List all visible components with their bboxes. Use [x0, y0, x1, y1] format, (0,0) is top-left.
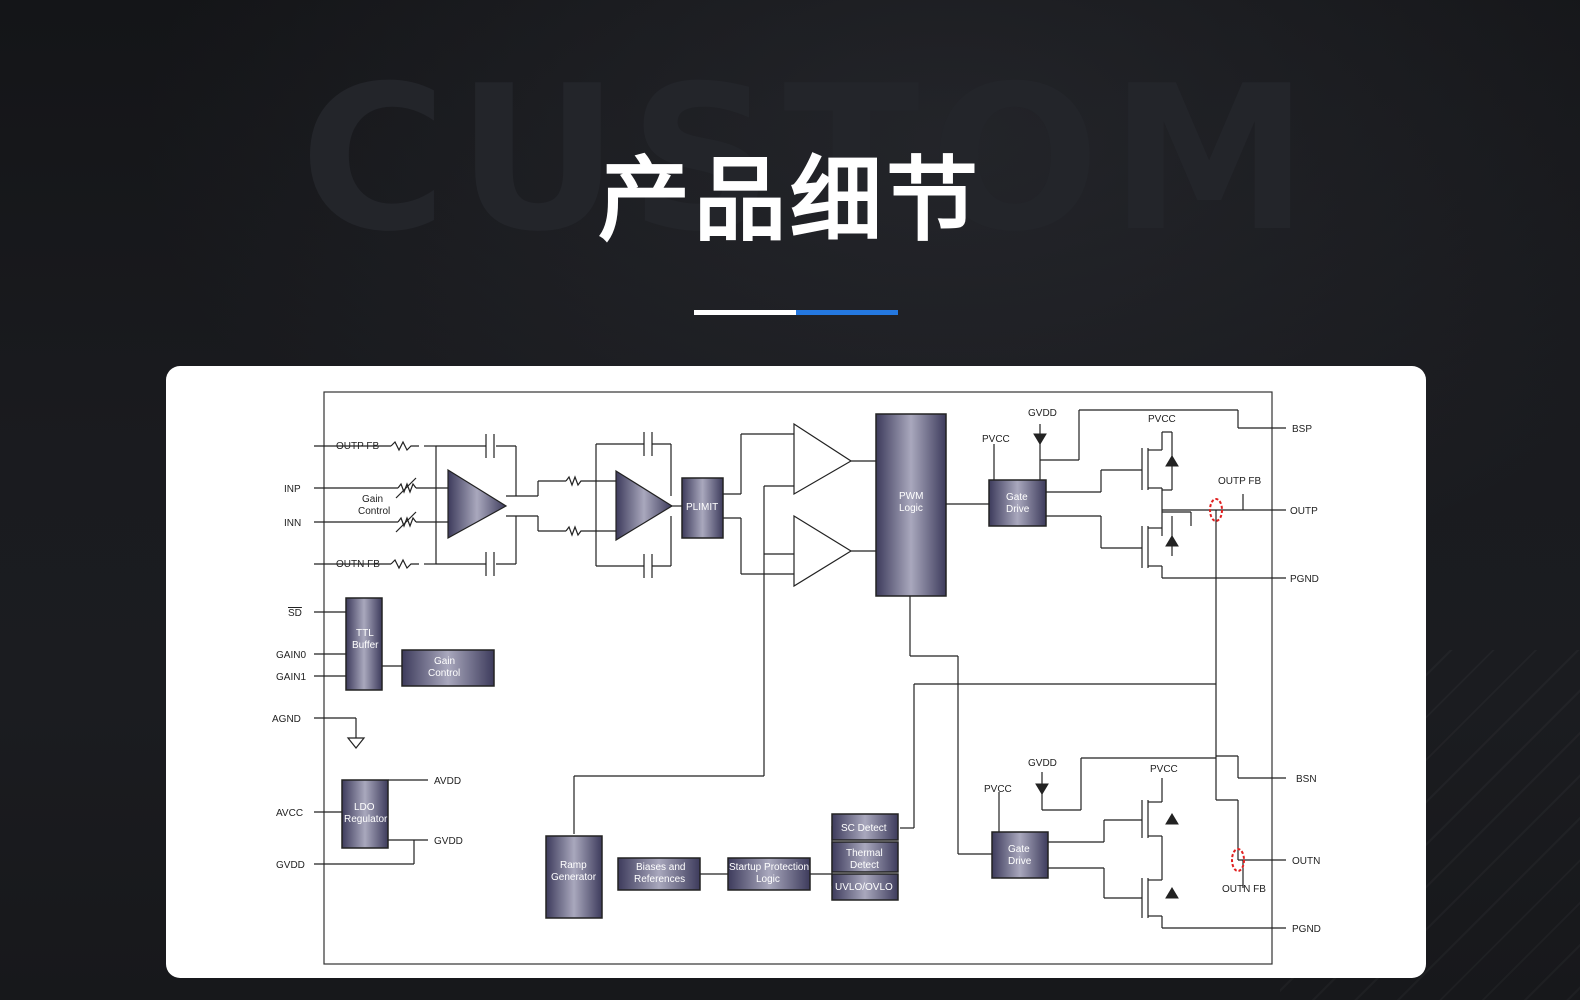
startup-protection-label: Logic — [756, 874, 780, 885]
pin-bsp-label: BSP — [1292, 424, 1312, 435]
body-diode-icon — [1165, 813, 1179, 825]
gain-control-block-label: Gain — [434, 656, 455, 667]
pin-avcc-label: AVCC — [276, 808, 303, 819]
pin-pgnd-bottom-label: PGND — [1292, 924, 1321, 935]
ldo-regulator-block — [341, 779, 389, 849]
thermal-detect-label: Detect — [850, 860, 879, 871]
gate-drive-bottom-label: Gate — [1008, 844, 1030, 855]
outp-test-marker — [1209, 498, 1223, 522]
underline-white-segment — [694, 310, 796, 315]
gain-control-label: Control — [358, 506, 390, 517]
outn-test-marker — [1231, 848, 1245, 872]
title-underline — [694, 310, 898, 315]
startup-protection-label: Startup Protection — [729, 862, 809, 873]
pvcc-top-right-label: PVCC — [1148, 414, 1176, 425]
outn-fb-right-label: OUTN FB — [1222, 884, 1266, 895]
body-diode-icon — [1165, 535, 1179, 547]
pin-gvdd-label: GVDD — [276, 860, 305, 871]
gvdd-ldo-label: GVDD — [434, 836, 463, 847]
biases-references-label: Biases and — [636, 862, 685, 873]
pin-gain1-label: GAIN1 — [276, 672, 306, 683]
sc-detect-block — [831, 813, 899, 841]
thermal-detect-block — [831, 841, 899, 873]
pvcc-top-left-label: PVCC — [982, 434, 1010, 445]
thermal-detect-label: Thermal — [846, 848, 883, 859]
avdd-label: AVDD — [434, 776, 461, 787]
ldo-regulator-label: LDO — [354, 802, 375, 813]
gvdd-top-label: GVDD — [1028, 408, 1057, 419]
pvcc-bottom-right-label: PVCC — [1150, 764, 1178, 775]
gain-amplifier-icon — [447, 468, 508, 540]
gate-drive-top-label: Gate — [1006, 492, 1028, 503]
pin-gain0-label: GAIN0 — [276, 650, 306, 661]
gate-drive-bottom-block — [991, 831, 1049, 879]
comparator-bottom-icon — [793, 514, 853, 588]
gain-control-block — [401, 649, 495, 687]
gain-control-block-label: Control — [428, 668, 460, 679]
gate-drive-bottom-label: Drive — [1008, 856, 1032, 867]
body-diode-icon — [1165, 887, 1179, 899]
ttl-buffer-label: Buffer — [352, 640, 379, 651]
pin-outp-label: OUTP — [1290, 506, 1318, 517]
pin-outn-fb-label: OUTN FB — [336, 559, 380, 570]
diagram-card: OUTP FB INP INN OUTN FB SD GAIN0 GAIN1 A… — [166, 366, 1426, 978]
ttl-buffer-block — [345, 597, 383, 691]
diodes — [1033, 433, 1179, 899]
pwm-logic-label: PWM — [899, 491, 923, 502]
biases-references-label: References — [634, 874, 685, 885]
amplifiers — [447, 422, 853, 588]
ramp-generator-block — [545, 835, 603, 919]
ldo-regulator-label: Regulator — [344, 814, 388, 825]
pin-inn-label: INN — [284, 518, 301, 529]
plimit-label: PLIMIT — [686, 502, 718, 513]
page-title: 产品细节 — [597, 147, 982, 254]
gvdd-bottom-label: GVDD — [1028, 758, 1057, 769]
pvcc-bottom-left-label: PVCC — [984, 784, 1012, 795]
diode-top-icon — [1033, 433, 1047, 445]
underline-blue-segment — [796, 310, 898, 315]
pwm-logic-block — [875, 413, 947, 597]
uvlo-ovlo-label: UVLO/OVLO — [835, 882, 893, 893]
pin-outp-fb-label: OUTP FB — [336, 441, 379, 452]
ttl-buffer-label: TTL — [356, 628, 374, 639]
gate-drive-top-block — [988, 479, 1047, 527]
diode-bottom-icon — [1035, 783, 1049, 795]
wires — [314, 409, 1286, 929]
pin-pgnd-top-label: PGND — [1290, 574, 1319, 585]
pin-outn-label: OUTN — [1292, 856, 1320, 867]
diagram-frame — [323, 391, 1273, 965]
integrator-amplifier-icon — [615, 469, 674, 542]
startup-protection-block — [727, 857, 811, 891]
gain-control-label: Gain — [362, 494, 383, 505]
pwm-logic-label: Logic — [899, 503, 923, 514]
pin-agnd-label: AGND — [272, 714, 301, 725]
outp-fb-right-label: OUTP FB — [1218, 476, 1261, 487]
pin-inp-label: INP — [284, 484, 301, 495]
body-diode-icon — [1165, 455, 1179, 467]
plimit-block — [681, 477, 724, 539]
pin-bsn-label: BSN — [1296, 774, 1317, 785]
background-watermark: CUSTOM — [300, 43, 1319, 276]
comparator-top-icon — [793, 422, 853, 496]
biases-references-block — [617, 857, 701, 891]
pin-sd-label: SD — [288, 608, 302, 619]
blocks — [341, 413, 1049, 919]
ramp-generator-label: Generator — [551, 872, 597, 883]
ramp-generator-label: Ramp — [560, 860, 587, 871]
gate-drive-top-label: Drive — [1006, 504, 1030, 515]
block-diagram: OUTP FB INP INN OUTN FB SD GAIN0 GAIN1 A… — [272, 391, 1321, 965]
sc-detect-label: SC Detect — [841, 823, 887, 834]
uvlo-ovlo-block — [831, 873, 899, 901]
